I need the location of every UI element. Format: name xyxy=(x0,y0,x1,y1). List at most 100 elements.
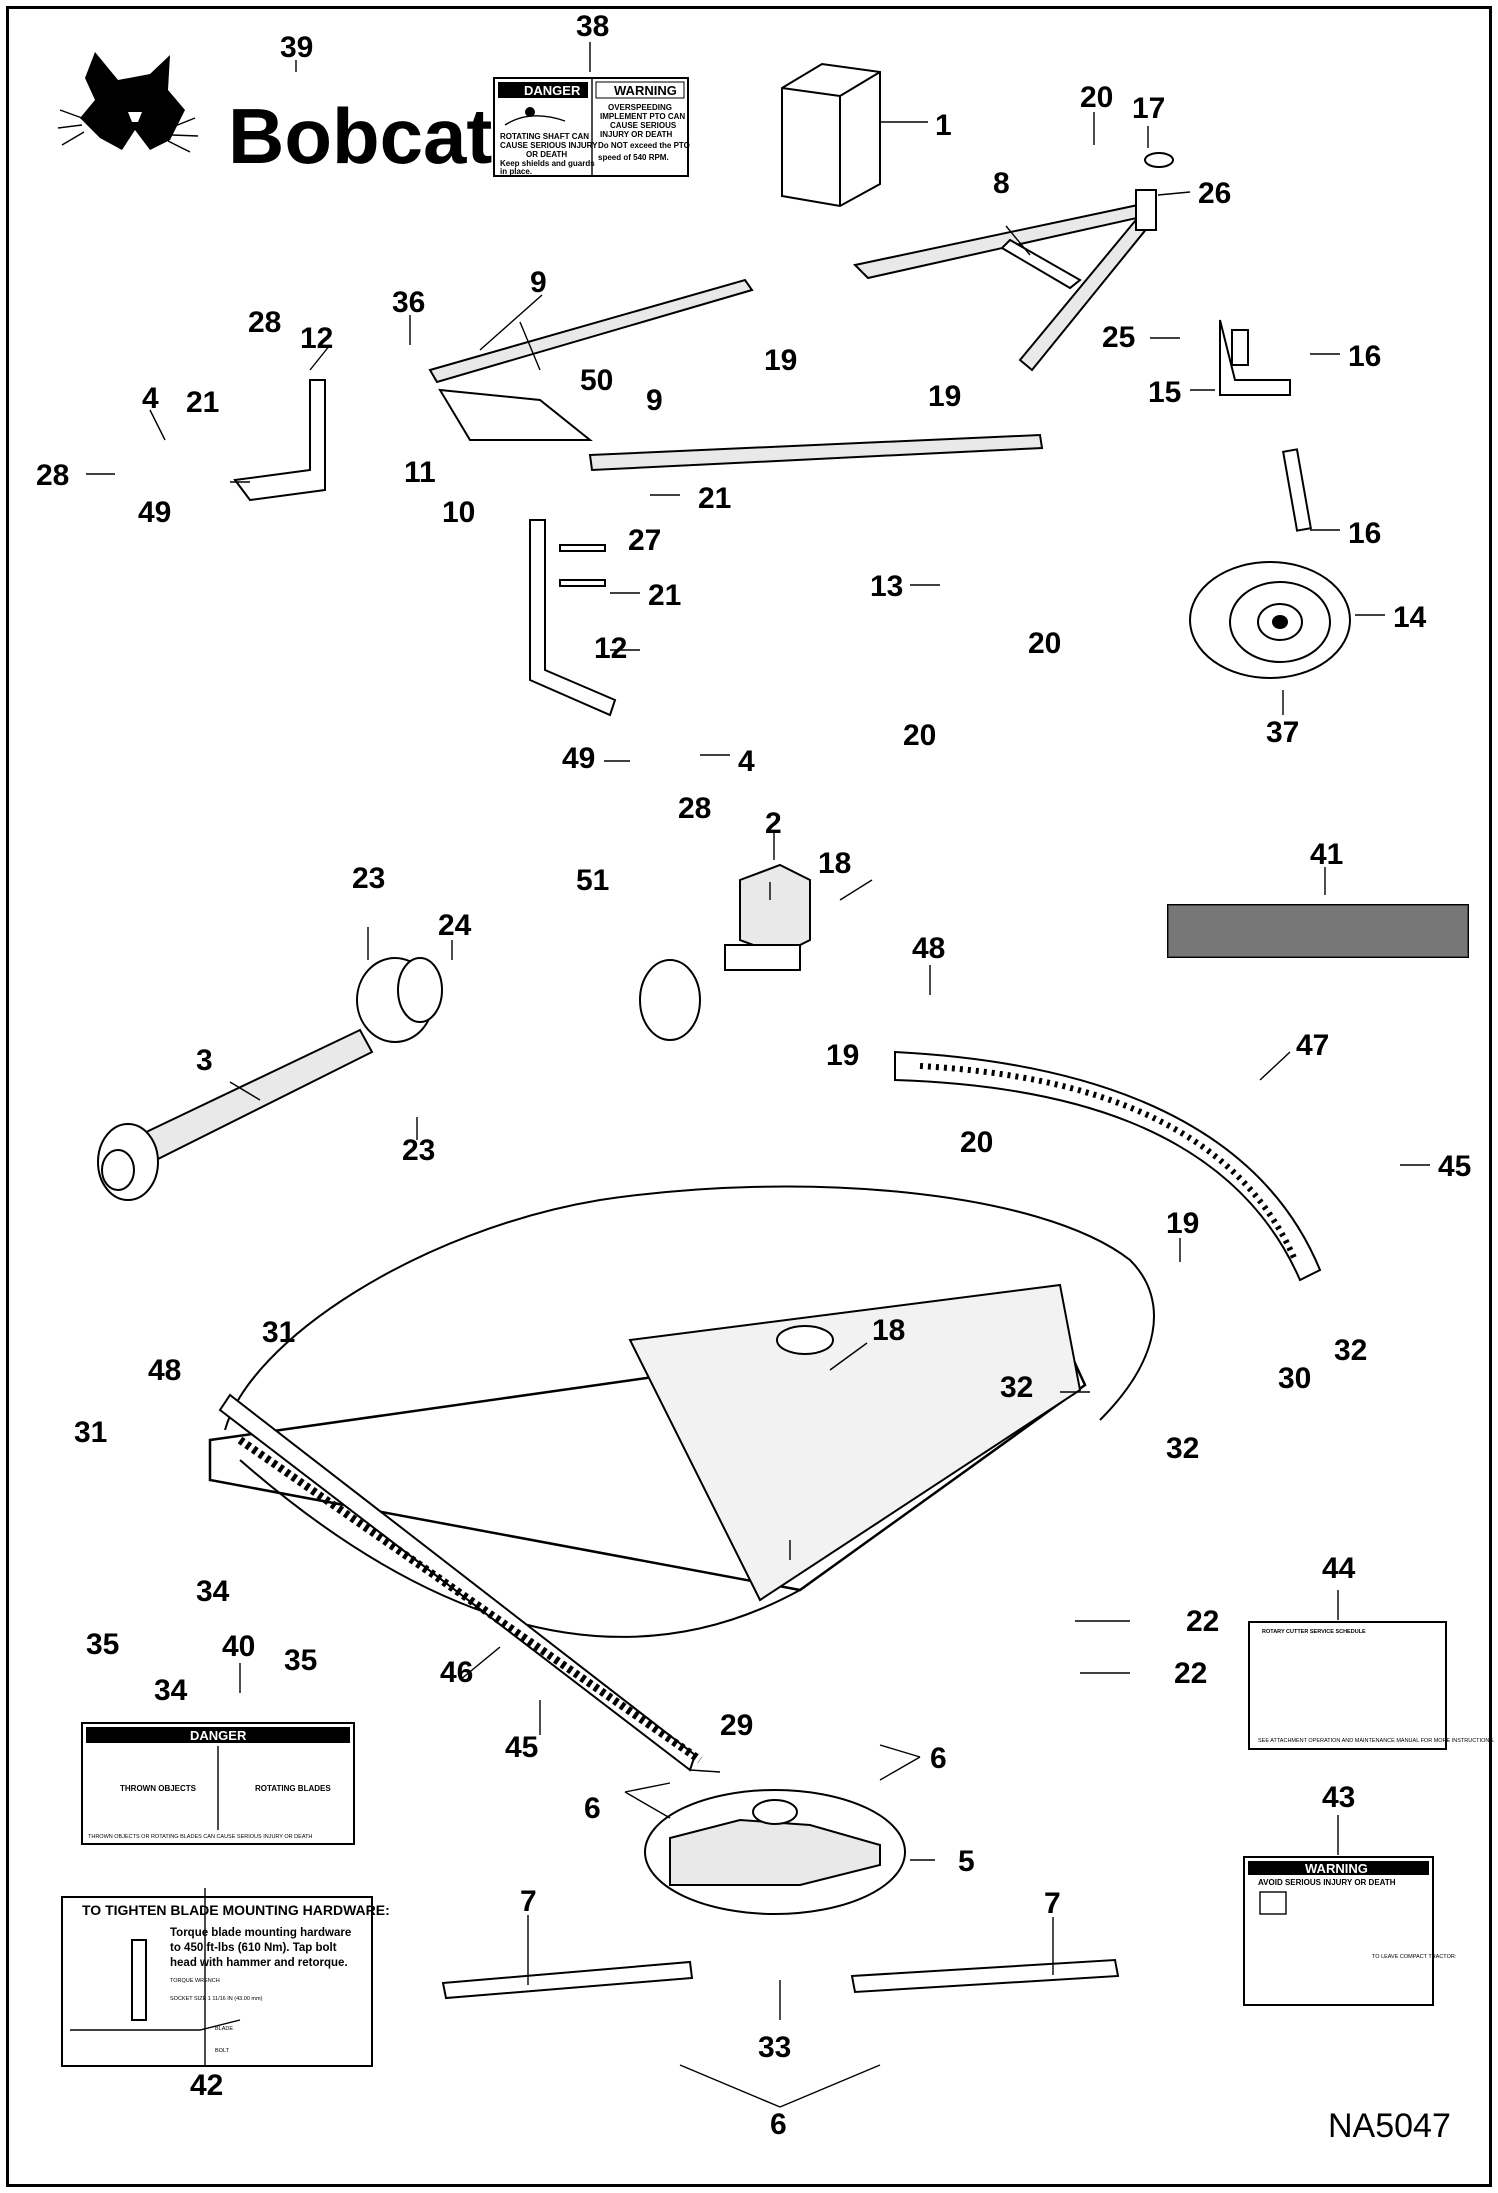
decal-38-warning-header: WARNING xyxy=(614,83,677,98)
callout-7a: 7 xyxy=(520,1885,537,1918)
callout-labels: 39 38 1 20 17 26 8 9 19 25 15 16 16 14 3… xyxy=(36,10,1471,2141)
callout-33: 33 xyxy=(758,2031,791,2064)
callout-20d: 20 xyxy=(960,1126,993,1159)
part-47-rear-chain-guard xyxy=(894,1050,1322,1282)
callout-15: 15 xyxy=(1148,376,1181,409)
callout-49a: 49 xyxy=(138,496,171,529)
decal-42-torque: TO TIGHTEN BLADE MOUNTING HARDWARE: Torq… xyxy=(61,1896,390,2067)
part-41-reflector-strip xyxy=(1167,904,1469,958)
callout-35a: 35 xyxy=(86,1628,119,1661)
callout-25: 25 xyxy=(1102,321,1135,354)
callout-48b: 48 xyxy=(148,1354,181,1387)
callout-48a: 48 xyxy=(912,932,945,965)
callout-26: 26 xyxy=(1198,177,1231,210)
callout-39: 39 xyxy=(280,31,313,64)
callout-18b: 18 xyxy=(872,1314,905,1347)
callout-32b: 32 xyxy=(1000,1371,1033,1404)
callout-3: 3 xyxy=(196,1044,213,1077)
svg-text:Torque blade mounting hardware: Torque blade mounting hardware xyxy=(170,1927,351,1939)
decal-43-side-title: TO LEAVE COMPACT TRACTOR: xyxy=(1372,1954,1457,1960)
callout-12b: 12 xyxy=(594,632,627,665)
hitch-a-frame xyxy=(852,152,1312,532)
svg-text:INJURY OR DEATH: INJURY OR DEATH xyxy=(600,130,673,139)
callout-19d: 19 xyxy=(1166,1207,1199,1240)
callout-7b: 7 xyxy=(1044,1887,1061,1920)
callout-50: 50 xyxy=(580,364,613,397)
part-2-gearbox xyxy=(639,863,811,1041)
decal-38-danger-header: DANGER xyxy=(524,83,581,98)
callout-31a: 31 xyxy=(262,1316,295,1349)
callout-42: 42 xyxy=(190,2069,223,2102)
decal-40-col1-title: THROWN OBJECTS xyxy=(120,1784,197,1793)
svg-text:TORQUE WRENCH: TORQUE WRENCH xyxy=(170,1978,220,1984)
callout-28b: 28 xyxy=(36,459,69,492)
callout-20c: 20 xyxy=(903,719,936,752)
svg-text:head with hammer and retorque.: head with hammer and retorque. xyxy=(170,1957,348,1969)
callout-17: 17 xyxy=(1132,92,1165,125)
decal-40-danger: DANGER THROWN OBJECTS ROTATING BLADES TH… xyxy=(81,1722,355,1845)
callout-40: 40 xyxy=(222,1630,255,1663)
callout-23a: 23 xyxy=(352,862,385,895)
callout-38: 38 xyxy=(576,10,609,43)
callout-20a: 20 xyxy=(1080,81,1113,114)
callout-12a: 12 xyxy=(300,322,333,355)
callout-46: 46 xyxy=(440,1656,473,1689)
callout-18a: 18 xyxy=(818,847,851,880)
decal-42-title: TO TIGHTEN BLADE MOUNTING HARDWARE: xyxy=(82,1902,390,1918)
callout-6c: 6 xyxy=(770,2108,787,2141)
callout-19b: 19 xyxy=(928,380,961,413)
svg-text:SOCKET SIZE 1 11/16 IN (43.00: SOCKET SIZE 1 11/16 IN (43.00 mm) xyxy=(170,1996,263,2002)
callout-4a: 4 xyxy=(142,382,159,415)
svg-text:CAUSE SERIOUS: CAUSE SERIOUS xyxy=(610,121,677,130)
callout-49b: 49 xyxy=(562,742,595,775)
callout-6a: 6 xyxy=(930,1742,947,1775)
callout-11: 11 xyxy=(404,456,436,489)
part-5-blade-carrier xyxy=(644,1789,906,1915)
callout-1: 1 xyxy=(935,109,952,142)
callout-19c: 19 xyxy=(826,1039,859,1072)
svg-text:BLADE: BLADE xyxy=(215,2026,233,2032)
decal-44-title: ROTARY CUTTER SERVICE SCHEDULE xyxy=(1262,1629,1366,1635)
callout-16a: 16 xyxy=(1348,340,1381,373)
callout-6b: 6 xyxy=(584,1792,601,1825)
callout-9b: 9 xyxy=(646,384,663,417)
callout-28a: 28 xyxy=(248,306,281,339)
decal-40-footer: THROWN OBJECTS OR ROTATING BLADES CAN CA… xyxy=(88,1834,312,1840)
decal-43-warning: WARNING AVOID SERIOUS INJURY OR DEATH TO… xyxy=(1243,1856,1457,2006)
part-1-manual-box xyxy=(781,62,881,208)
callout-30: 30 xyxy=(1278,1362,1311,1395)
callout-24: 24 xyxy=(438,909,472,942)
callout-21b: 21 xyxy=(698,482,731,515)
callout-2: 2 xyxy=(765,807,782,840)
brand-wordmark: Bobcat xyxy=(228,92,492,180)
callout-20b: 20 xyxy=(1028,627,1061,660)
callout-10: 10 xyxy=(442,496,475,529)
callout-8: 8 xyxy=(993,167,1010,200)
callout-34a: 34 xyxy=(196,1575,230,1608)
callout-19a: 19 xyxy=(764,344,797,377)
callout-51: 51 xyxy=(576,864,609,897)
callout-21a: 21 xyxy=(186,386,219,419)
decal-43-subheader: AVOID SERIOUS INJURY OR DEATH xyxy=(1258,1878,1396,1887)
svg-text:Do NOT exceed the PTO: Do NOT exceed the PTO xyxy=(598,141,690,150)
svg-text:CAUSE SERIOUS INJURY: CAUSE SERIOUS INJURY xyxy=(500,141,598,150)
callout-37: 37 xyxy=(1266,716,1299,749)
svg-text:speed of 540 RPM.: speed of 540 RPM. xyxy=(598,153,669,162)
callout-45b: 45 xyxy=(505,1731,538,1764)
svg-text:IMPLEMENT PTO CAN: IMPLEMENT PTO CAN xyxy=(600,112,685,121)
drawing-border xyxy=(6,6,1492,2187)
svg-text:OR DEATH: OR DEATH xyxy=(526,150,567,159)
cutter-deck xyxy=(208,1185,1155,1638)
callout-31b: 31 xyxy=(74,1416,107,1449)
callout-45a: 45 xyxy=(1438,1150,1471,1183)
callout-47: 47 xyxy=(1296,1029,1329,1062)
callout-35b: 35 xyxy=(284,1644,317,1677)
callout-32a: 32 xyxy=(1334,1334,1367,1367)
svg-text:BOLT: BOLT xyxy=(215,2048,230,2054)
callout-22a: 22 xyxy=(1186,1605,1219,1638)
callout-4b: 4 xyxy=(738,745,755,778)
callout-22b: 22 xyxy=(1174,1657,1207,1690)
callout-44: 44 xyxy=(1322,1552,1356,1585)
callout-41: 41 xyxy=(1310,838,1343,871)
